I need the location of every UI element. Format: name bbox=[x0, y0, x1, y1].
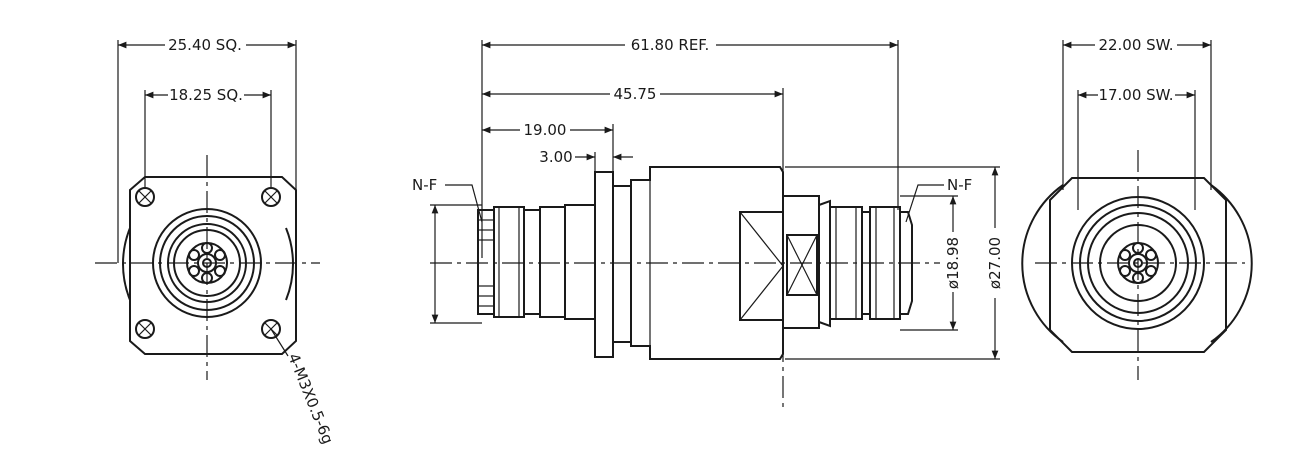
flange-plate bbox=[594, 171, 614, 358]
dim-inner-sw: 17.00 SW. bbox=[1098, 86, 1173, 104]
connector-left-label: N-F bbox=[412, 176, 437, 194]
dim-front: 19.00 bbox=[524, 121, 567, 139]
rear-arc-left bbox=[1021, 184, 1064, 343]
rear-view: 22.00 SW. 17.00 SW. bbox=[1021, 36, 1253, 380]
connector-left-leader bbox=[445, 184, 483, 223]
body-arc-left bbox=[121, 227, 131, 301]
square-flange bbox=[129, 176, 297, 355]
dim-body: 45.75 bbox=[614, 85, 657, 103]
rear-arc-right bbox=[1210, 184, 1253, 343]
dim-inner-sq: 18.25 SQ. bbox=[169, 86, 243, 104]
dia-small: ø18.98 bbox=[944, 237, 962, 289]
dim-overall: 61.80 REF. bbox=[631, 36, 710, 54]
left-n-connector bbox=[477, 204, 596, 320]
front-view: 25.40 SQ. 18.25 SQ. 4-M3X0.5-6g bbox=[95, 36, 337, 447]
dim-flange: 3.00 bbox=[539, 148, 572, 166]
right-n-connector bbox=[782, 195, 913, 329]
thread-leader bbox=[270, 328, 289, 357]
hex-outline bbox=[1049, 177, 1227, 353]
body-arc-right bbox=[285, 227, 295, 301]
dim-outer-sw: 22.00 SW. bbox=[1098, 36, 1173, 54]
connector-right-leader bbox=[905, 184, 944, 223]
dim-outer-sq: 25.40 SQ. bbox=[168, 36, 242, 54]
dia-large: ø27.00 bbox=[986, 237, 1004, 289]
thread-note: 4-M3X0.5-6g bbox=[284, 351, 337, 447]
connector-right-label: N-F bbox=[947, 176, 972, 194]
side-view: 61.80 REF. 45.75 19.00 3.00 N-F N-F ø18.… bbox=[412, 36, 1004, 408]
